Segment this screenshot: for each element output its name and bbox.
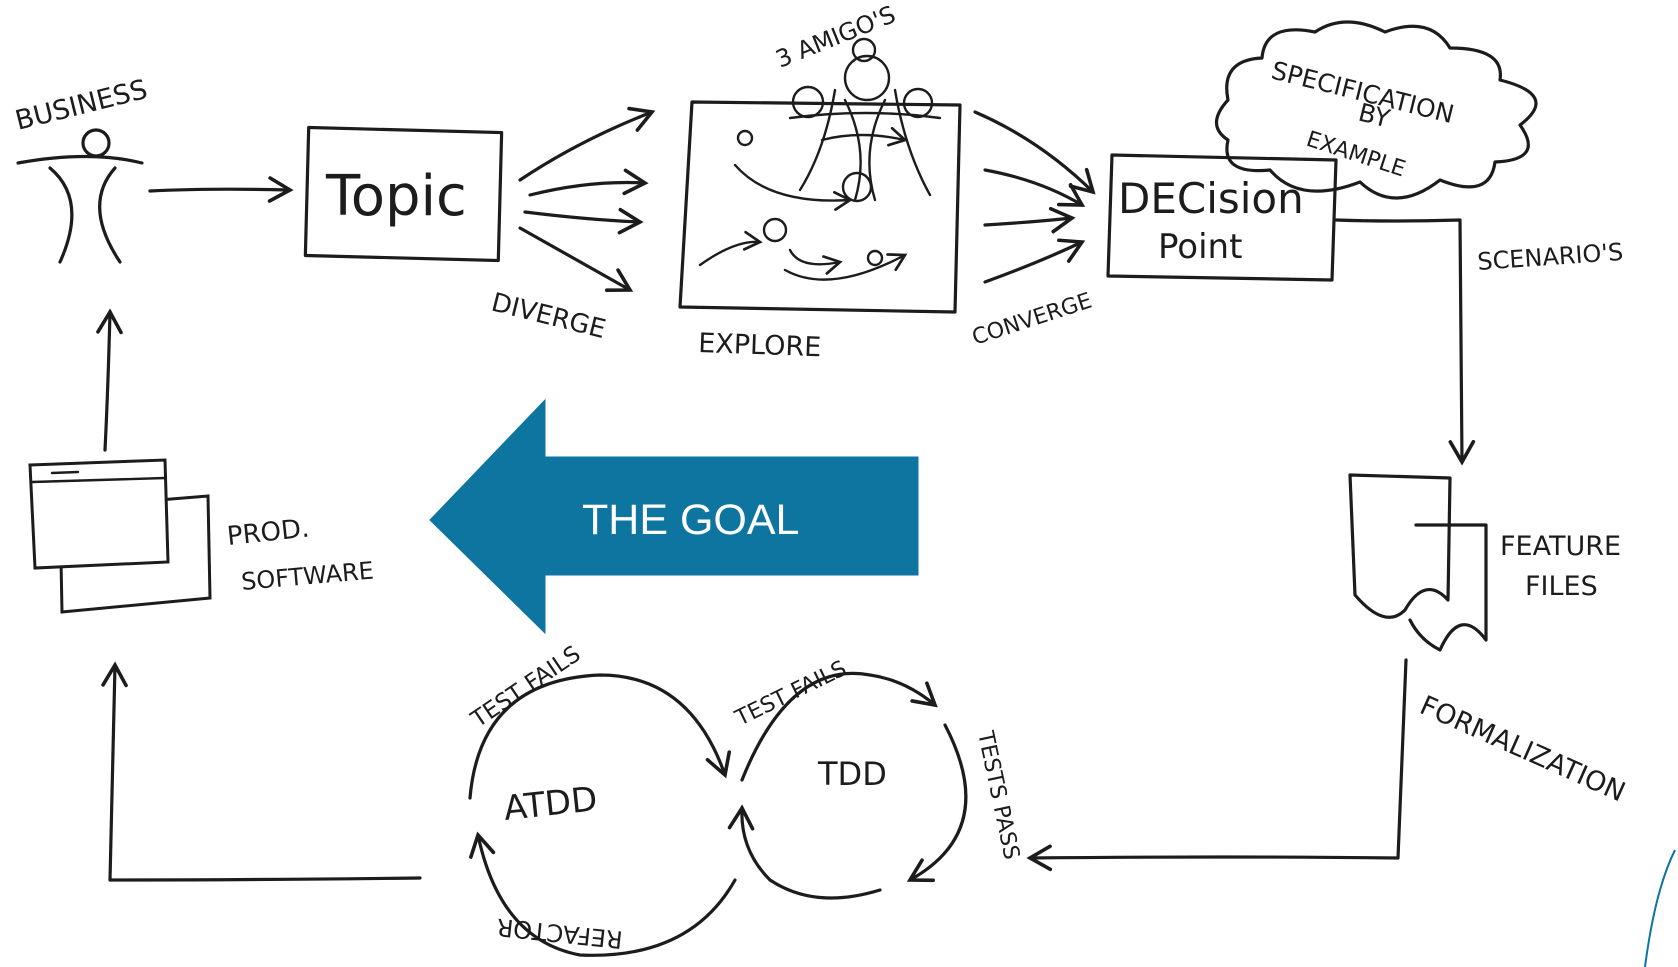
the-goal-label: THE GOAL (582, 496, 799, 544)
diverge-arrows (518, 106, 656, 293)
diverge-label: DIVERGE (488, 288, 608, 345)
explore-label: EXPLORE (698, 328, 822, 363)
three-amigos-icon (788, 37, 942, 202)
business-label: BUSINESS (12, 74, 150, 137)
explore-sketch-icon (698, 126, 908, 281)
arrow-prod-to-business (96, 308, 123, 452)
decision-to-feature-connector (1334, 218, 1476, 466)
tdd-label: TDD (817, 755, 887, 793)
spec-label-line3: EXAMPLE (1303, 127, 1408, 182)
tests-pass-label: TESTS PASS (972, 728, 1024, 862)
decision-point-label-line1: DECision (1118, 174, 1304, 223)
formalization-connector (1026, 658, 1408, 872)
decision-point-box (1106, 153, 1338, 282)
test-fails-atdd-label: TEST FAILS (466, 641, 585, 733)
feature-files-icon (1348, 473, 1488, 652)
prod-software-icon (28, 458, 212, 614)
loop-to-prod-connector (101, 661, 422, 882)
test-fails-tdd-label: TEST FAILS (731, 656, 851, 732)
feature-files-label-line1: FEATURE (1500, 531, 1621, 562)
prod-software-label-line2: SOFTWARE (240, 557, 375, 596)
converge-arrows (973, 110, 1096, 284)
prod-software-label-line1: PROD. (226, 514, 311, 552)
the-goal-arrow (429, 398, 919, 635)
feature-files-label-line2: FILES (1525, 571, 1598, 602)
scenarios-label: SCENARIO'S (1476, 238, 1624, 276)
formalization-label: FORMALIZATION (1415, 690, 1630, 808)
converge-label: CONVERGE (969, 289, 1095, 351)
explore-box (678, 100, 962, 314)
corner-accent-line (1644, 849, 1676, 967)
arrow-business-to-topic (148, 176, 294, 203)
spec-label-line2: BY (1356, 98, 1394, 134)
decision-point-label-line2: Point (1158, 227, 1242, 267)
topic-box (303, 125, 504, 263)
topic-label: Topic (325, 164, 467, 229)
three-amigos-label: 3 AMIGO'S (772, 0, 900, 73)
refactor-label: REFACTOR (495, 913, 624, 954)
atdd-label: ATDD (502, 779, 599, 829)
atdd-tdd-loop (468, 671, 968, 957)
specification-cloud (1214, 20, 1538, 200)
business-figure-icon (16, 128, 144, 264)
